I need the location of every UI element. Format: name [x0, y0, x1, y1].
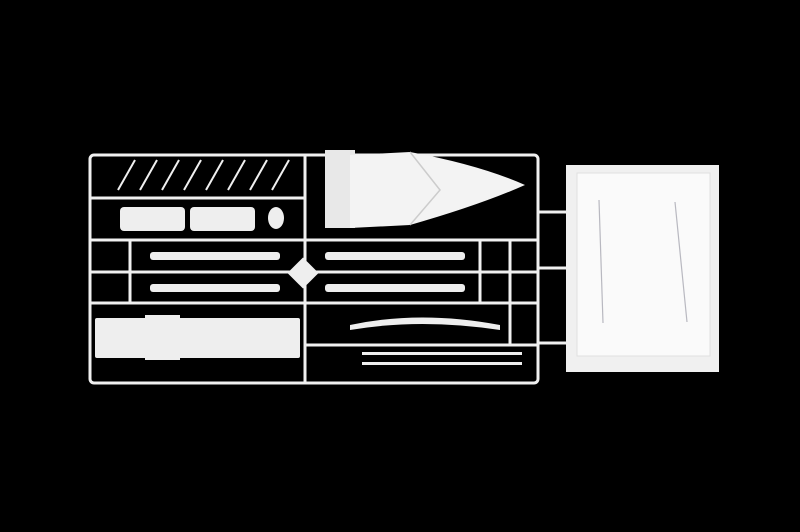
small-parts-row: [117, 159, 290, 191]
parts: [95, 207, 522, 365]
hull-part: [325, 150, 525, 228]
sprue-frame: [88, 153, 578, 385]
base-plate: [566, 165, 719, 372]
